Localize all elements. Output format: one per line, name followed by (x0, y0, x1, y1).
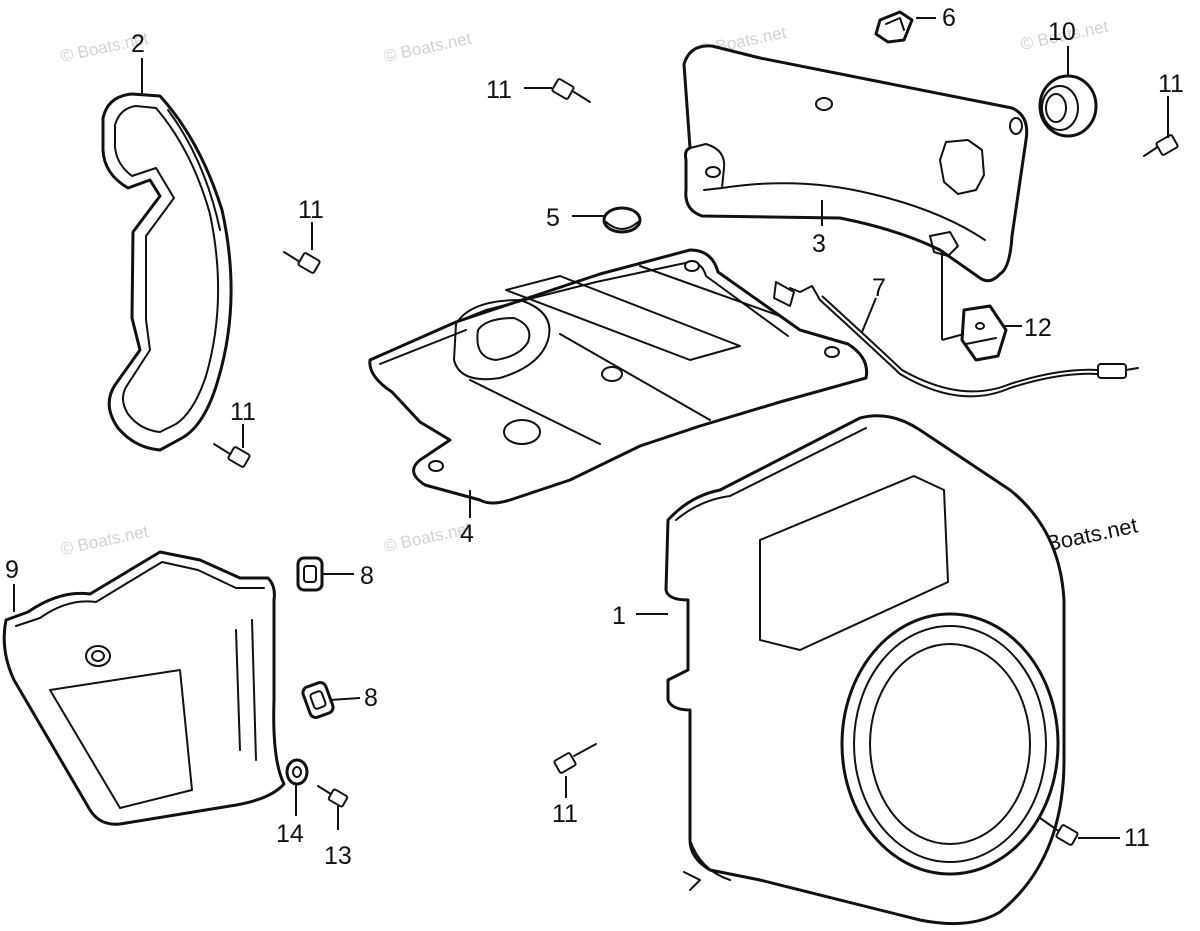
callout-8: 8 (364, 684, 378, 712)
callout-11: 11 (486, 76, 512, 104)
callout-5: 5 (546, 204, 560, 232)
callout-6: 6 (942, 4, 956, 32)
callout-8: 8 (360, 562, 374, 590)
part-13-screw[interactable] (317, 785, 349, 808)
part-8-grommet-lower[interactable] (301, 681, 335, 719)
callout-13: 13 (324, 842, 352, 870)
callout-11: 11 (230, 398, 256, 426)
callout-14: 14 (276, 820, 304, 848)
part-12-cable-clip[interactable] (960, 304, 1008, 362)
part-1-blower-housing[interactable] (664, 414, 1066, 926)
callout-11: 11 (552, 800, 578, 828)
part-10-grommet[interactable] (1038, 74, 1098, 138)
part-11-bolt-d[interactable] (1143, 134, 1179, 157)
watermark-text: © Boats.net (382, 29, 473, 66)
part-7-cable[interactable] (773, 281, 1139, 398)
callout-11: 11 (1124, 824, 1150, 852)
watermark-text: © Boats.net (59, 522, 150, 559)
part-11-bolt-c[interactable] (213, 443, 251, 468)
part-11-bolt-e[interactable] (553, 743, 597, 774)
callout-11: 11 (298, 196, 324, 224)
part-6-clip[interactable] (874, 10, 914, 44)
part-11-bolt-b[interactable] (283, 251, 321, 274)
part-14-washer[interactable] (285, 758, 309, 786)
callout-7: 7 (872, 274, 886, 302)
callout-11: 11 (1158, 70, 1184, 98)
part-11-bolt-f[interactable] (1039, 817, 1079, 846)
part-8-grommet-upper[interactable] (296, 556, 324, 592)
part-2-shroud[interactable] (101, 92, 233, 452)
part-5-plug[interactable] (602, 206, 642, 234)
callout-9: 9 (5, 556, 19, 584)
part-3-bracket[interactable] (682, 44, 1029, 283)
part-9-side-cover[interactable] (2, 550, 286, 826)
leader-lines (13, 17, 1169, 839)
callout-12: 12 (1024, 314, 1052, 342)
callout-4: 4 (460, 520, 474, 548)
callouts: 2 11 11 11 6 10 11 5 3 7 12 4 1 9 8 8 14… (5, 4, 1184, 870)
part-11-bolt-a[interactable] (551, 78, 591, 103)
callout-1: 1 (612, 602, 626, 630)
part-4-plate[interactable] (368, 248, 869, 505)
callout-10: 10 (1048, 18, 1076, 46)
callout-3: 3 (812, 230, 826, 258)
callout-2: 2 (131, 30, 145, 58)
